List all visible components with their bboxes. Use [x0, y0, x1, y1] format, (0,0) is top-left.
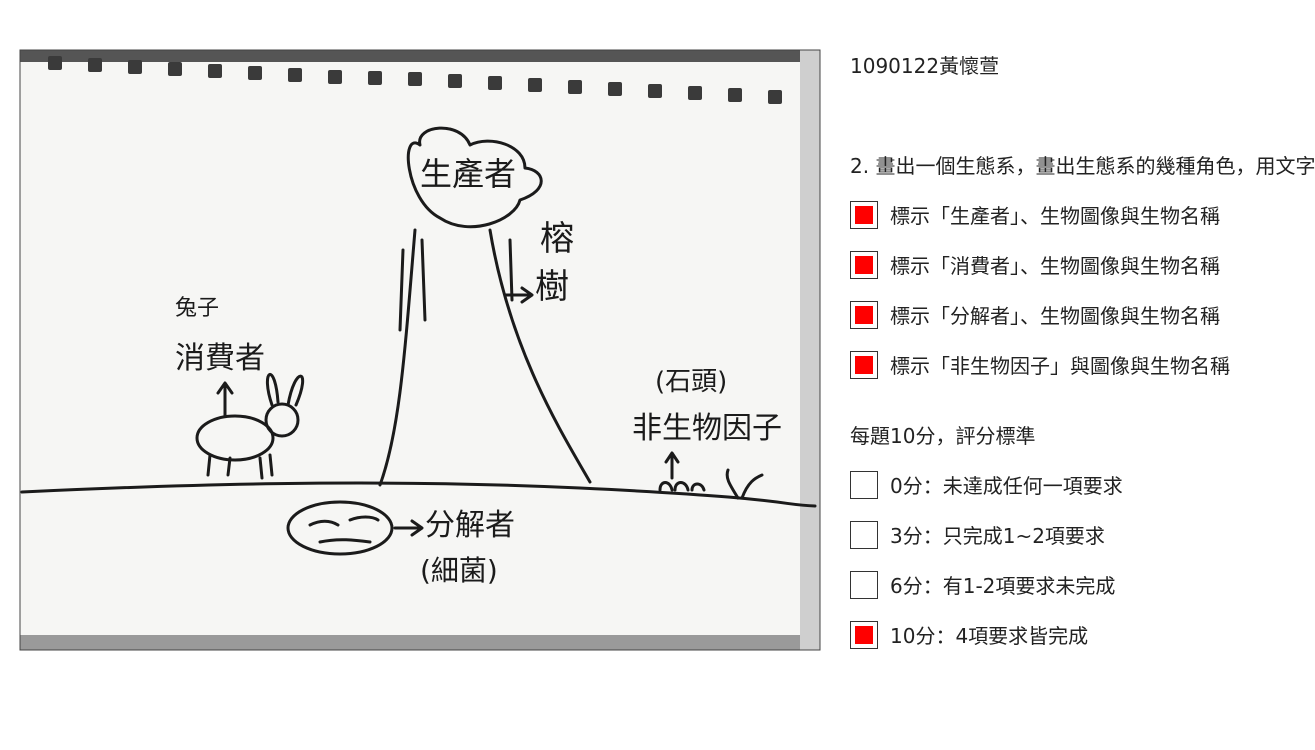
- decomposer-label: 分解者: [425, 508, 515, 543]
- decomposer-name: (細菌): [420, 554, 498, 587]
- score-checkbox-0[interactable]: [850, 471, 878, 499]
- requirement-label-decomposer: 標示「分解者」、生物圖像與生物名稱: [890, 304, 1220, 328]
- abiotic-label: 非生物因子: [632, 411, 782, 446]
- tree-name-line1: 榕: [540, 219, 574, 259]
- student-drawing-photo: 生產者 榕 樹 兔子 消費者 分解者 (細菌) (石頭) 非生物因子: [19, 49, 821, 651]
- student-id: 1090122黃懷萱: [850, 54, 1000, 78]
- requirement-checkbox-decomposer[interactable]: [850, 301, 878, 329]
- requirement-label-producer: 標示「生產者」、生物圖像與生物名稱: [890, 204, 1220, 228]
- abiotic-name: (石頭): [655, 367, 727, 397]
- requirement-checkbox-consumer[interactable]: [850, 251, 878, 279]
- tree-name-line2: 樹: [535, 267, 569, 307]
- score-checkbox-6[interactable]: [850, 571, 878, 599]
- scoring-title: 每題10分，評分標準: [850, 424, 1036, 448]
- requirement-checkbox-producer[interactable]: [850, 201, 878, 229]
- score-label-10: 10分：4項要求皆完成: [890, 624, 1089, 648]
- score-label-0: 0分：未達成任何一項要求: [890, 474, 1123, 498]
- score-checkbox-3[interactable]: [850, 521, 878, 549]
- requirement-label-consumer: 標示「消費者」、生物圖像與生物名稱: [890, 254, 1220, 278]
- requirement-checkbox-abiotic[interactable]: [850, 351, 878, 379]
- score-label-6: 6分：有1-2項要求未完成: [890, 574, 1116, 598]
- spiral-binding: [48, 56, 782, 104]
- consumer-label: 消費者: [175, 341, 265, 376]
- producer-label: 生產者: [420, 155, 516, 193]
- score-label-3: 3分：只完成1~2項要求: [890, 524, 1105, 548]
- question-text: 2. 畫出一個生態系，畫出生態系的幾種角色，用文字: [850, 154, 1315, 178]
- consumer-name: 兔子: [175, 296, 219, 321]
- requirement-label-abiotic: 標示「非生物因子」與圖像與生物名稱: [890, 354, 1230, 378]
- score-checkbox-10[interactable]: [850, 621, 878, 649]
